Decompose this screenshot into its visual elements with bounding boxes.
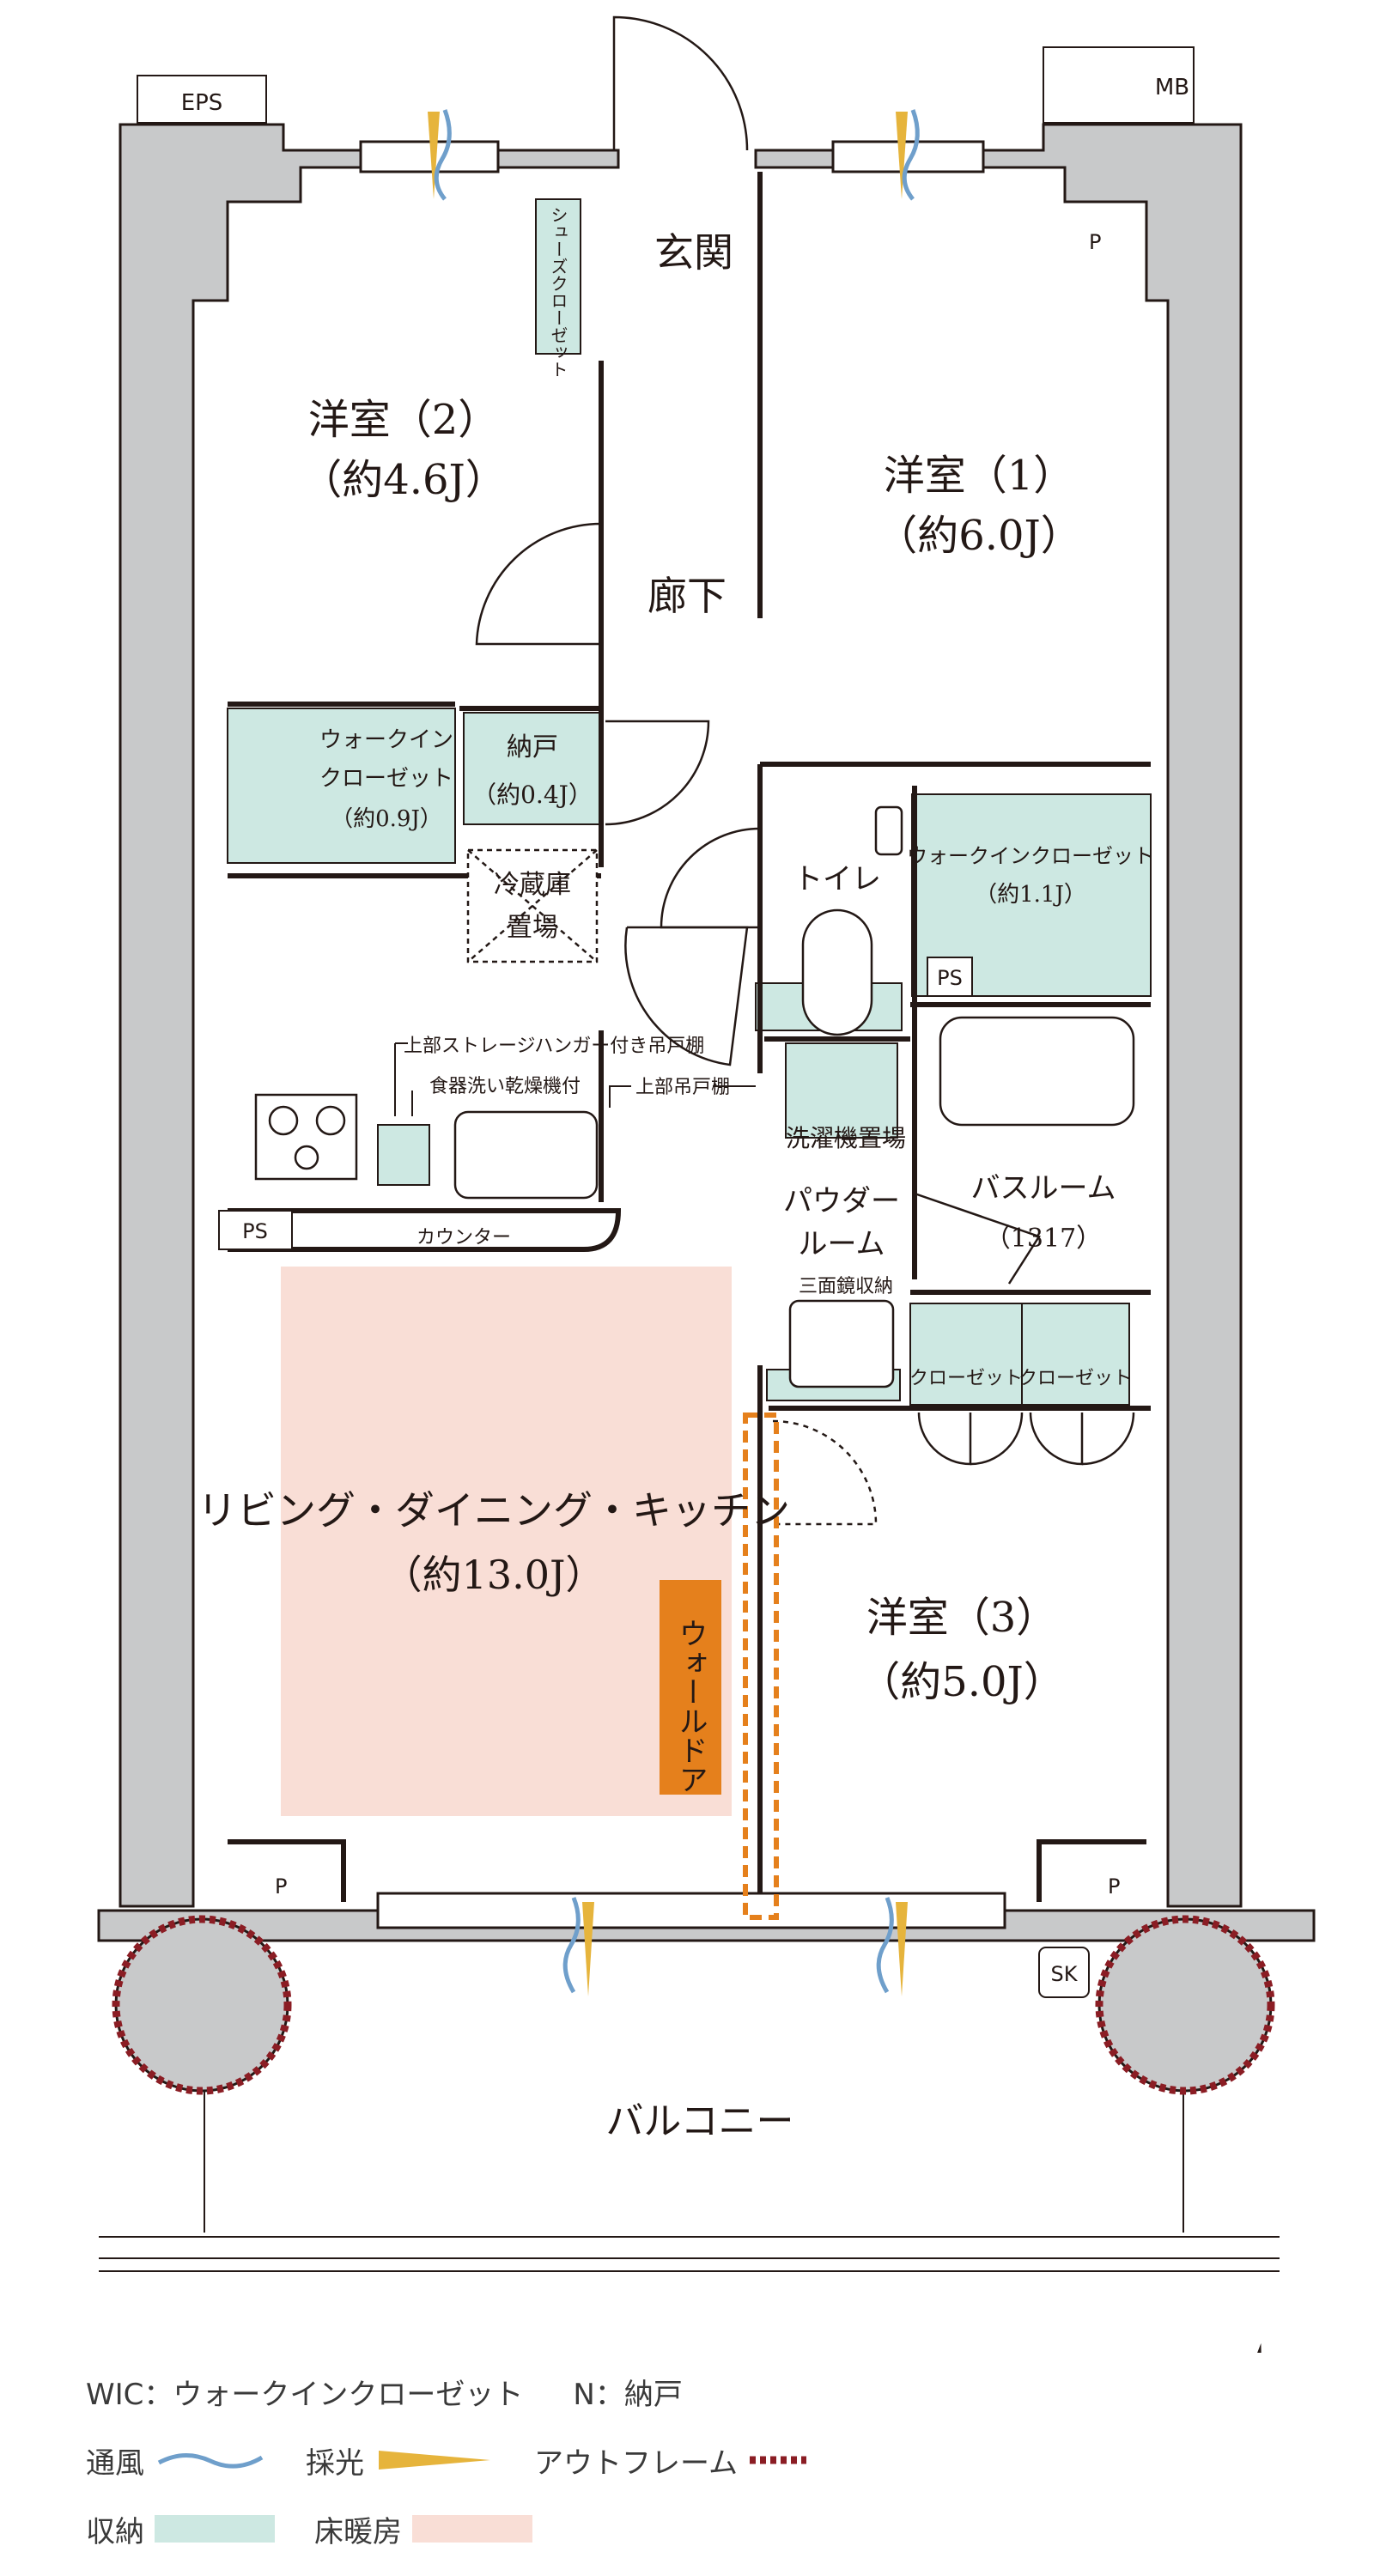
floor-heating-zone: [281, 1267, 732, 1816]
laundry-pan: [785, 1042, 898, 1139]
mirror-label: 三面鏡収納: [799, 1276, 893, 1297]
wic-large-label-1: ウォークインクローゼット: [907, 844, 1154, 868]
compass-rose-icon: [1244, 2342, 1262, 2353]
outframe-markers: [112, 1915, 1275, 2095]
legend-nando: N：納戸: [573, 2377, 683, 2412]
legend-wic: WIC：ウォークインクローゼット: [86, 2377, 524, 2412]
toilet-bowl: [801, 908, 873, 1036]
room-powder-1: パウダー: [783, 1184, 900, 1218]
legend-daylight: 採光: [306, 2439, 495, 2482]
room-western1-name: 洋室（1）: [884, 452, 1075, 500]
room-bath-name: バスルーム: [971, 1171, 1116, 1206]
nando-label-2: （約0.4J）: [472, 781, 593, 809]
room-ldk-size: （約13.0J）: [383, 1552, 605, 1598]
floor-heating-swatch: [412, 2515, 532, 2543]
wic-small: [227, 708, 456, 864]
legend-storage: 収納: [86, 2508, 275, 2550]
room-western1-size: （約6.0J）: [876, 512, 1082, 560]
legend-outframe: アウトフレーム: [534, 2439, 808, 2482]
fridge-label-1: 冷蔵庫: [494, 870, 571, 900]
balcony-rails: [99, 1947, 1280, 2272]
wall-door-tag: [660, 1580, 721, 1795]
closet-b: [1021, 1303, 1130, 1406]
eps-mb: [137, 46, 1195, 124]
eps-label: EPS: [181, 90, 223, 116]
shoe-closet: [535, 198, 581, 355]
room-western3-size: （約5.0J）: [859, 1658, 1065, 1706]
outframe-icon: [749, 2456, 806, 2464]
toilet-tank: [874, 805, 903, 856]
p-label-top: P: [1089, 230, 1101, 254]
daylight-icon: [379, 2451, 490, 2470]
wall-door-outline: [743, 1413, 779, 1920]
room-western3-name: 洋室（3）: [866, 1594, 1058, 1642]
p-label-right: P: [1108, 1874, 1120, 1899]
dishwasher-cabinet: [377, 1124, 430, 1186]
legend-ventilation: 通風: [86, 2439, 266, 2482]
room-entrance: 玄関: [654, 229, 733, 276]
shoe-closet-label: シューズクローゼット: [548, 206, 568, 378]
dishwasher-label: 食器洗い乾燥機付: [429, 1076, 581, 1097]
counter-label: カウンター: [416, 1227, 511, 1249]
wic-large-label-2: （約1.1J）: [975, 882, 1086, 908]
legend: WIC：ウォークインクローゼット N：納戸 通風 採光 アウトフレーム 収納 床…: [86, 2366, 1305, 2572]
ps-label-wic: PS: [937, 966, 963, 990]
fixtures: [254, 805, 1135, 1388]
room-bath-size: （1317）: [985, 1224, 1102, 1254]
bathtub: [939, 1016, 1135, 1127]
upper-storage-label: 上部ストレージハンガー付き吊戸棚: [404, 1036, 704, 1057]
interior-walls: [228, 172, 1151, 1902]
washbasin: [788, 1299, 895, 1388]
room-western2-name: 洋室（2）: [308, 396, 500, 444]
walls: [97, 123, 1316, 2093]
ventilation-icon: [157, 2452, 264, 2469]
nando-label-1: 納戸: [507, 732, 558, 762]
washer-label: 洗濯機置場: [786, 1124, 906, 1152]
wall-door-label: ウォールドア: [673, 1619, 708, 1794]
storage-swatch: [155, 2515, 275, 2543]
room-ldk-name: リビング・ダイニング・キッチン: [198, 1487, 790, 1534]
wic-small-label-2: クローゼット: [319, 766, 453, 792]
closet-b-label: クローゼット: [1018, 1368, 1132, 1389]
closet-a-label: クローゼット: [909, 1368, 1023, 1389]
wic-small-label-3: （約0.9J）: [331, 806, 442, 832]
vent-light-glyphs: [428, 109, 920, 1996]
closet-a: [909, 1303, 1023, 1406]
ps-label-kitchen: PS: [242, 1219, 268, 1243]
room-balcony: バルコニー: [605, 2099, 793, 2143]
sk-label: SK: [1051, 1962, 1079, 1986]
legend-floor-heating: 床暖房: [314, 2508, 532, 2550]
room-corridor: 廊下: [647, 573, 727, 619]
upper-cabinet-label: 上部吊戸棚: [635, 1077, 730, 1098]
mb-label: MB: [1155, 75, 1189, 100]
kitchen-sink: [453, 1110, 599, 1200]
room-powder-2: ルーム: [799, 1227, 885, 1261]
p-label-left: P: [275, 1874, 287, 1899]
nando: [463, 712, 602, 825]
wic-small-label-1: ウォークイン: [319, 727, 453, 753]
room-western2-size: （約4.6J）: [301, 456, 507, 504]
doors: [475, 15, 1135, 1526]
floor-plan: EPS MB: [97, 15, 1316, 2353]
fridge-label-2: 置場: [507, 913, 558, 943]
room-toilet: トイレ: [793, 862, 881, 896]
